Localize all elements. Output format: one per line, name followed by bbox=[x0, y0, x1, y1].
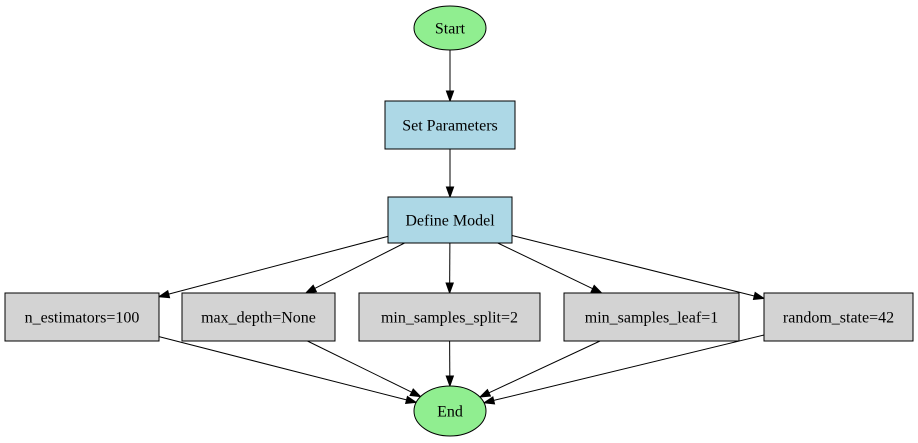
edges-layer bbox=[157, 50, 766, 405]
max-depth-node-label: max_depth=None bbox=[201, 310, 316, 327]
max-depth-node: max_depth=None bbox=[181, 292, 336, 342]
edge-define_model-to-max_depth bbox=[314, 242, 405, 289]
arrowhead-define_model-to-n_estimators bbox=[157, 289, 171, 299]
end-node-label: End bbox=[437, 404, 463, 421]
edge-random_state-to-end bbox=[493, 334, 765, 401]
define-model-node-shape bbox=[387, 196, 513, 244]
start-node: Start bbox=[413, 5, 487, 51]
n-estimators-node-label: n_estimators=100 bbox=[25, 310, 140, 327]
arrowhead-random_state-to-end bbox=[482, 396, 496, 405]
min-samples-split-node: min_samples_split=2 bbox=[358, 292, 541, 342]
arrowhead-min_samples_split-to-end bbox=[445, 375, 455, 388]
define-model-node-label: Define Model bbox=[405, 213, 495, 230]
define-model-node: Define Model bbox=[387, 196, 513, 244]
min-samples-leaf-node: min_samples_leaf=1 bbox=[563, 292, 740, 342]
edge-max_depth-to-end bbox=[307, 340, 412, 393]
arrowhead-set_parameters-to-define_model bbox=[445, 186, 455, 199]
min-samples-leaf-node-shape bbox=[563, 292, 740, 342]
arrowhead-max_depth-to-end bbox=[409, 388, 422, 398]
n-estimators-node-shape bbox=[4, 292, 160, 342]
min-samples-leaf-node-label: min_samples_leaf=1 bbox=[585, 310, 718, 327]
arrowhead-define_model-to-max_depth bbox=[304, 284, 318, 294]
start-node-shape bbox=[413, 5, 487, 51]
edge-define_model-to-random_state bbox=[511, 234, 755, 297]
min-samples-split-node-shape bbox=[358, 292, 541, 342]
edge-define_model-to-n_estimators bbox=[168, 235, 389, 295]
random-state-node: random_state=42 bbox=[763, 292, 914, 342]
end-node-shape bbox=[413, 385, 487, 437]
random-state-node-label: random_state=42 bbox=[783, 310, 894, 327]
set-parameters-node-shape bbox=[384, 100, 516, 150]
min-samples-split-node-label: min_samples_split=2 bbox=[381, 310, 518, 327]
n-estimators-node: n_estimators=100 bbox=[4, 292, 160, 342]
set-parameters-node: Set Parameters bbox=[384, 100, 516, 150]
edge-min_samples_leaf-to-end bbox=[488, 340, 601, 394]
start-node-label: Start bbox=[435, 21, 466, 38]
arrowhead-n_estimators-to-end bbox=[404, 395, 418, 404]
arrowhead-define_model-to-random_state bbox=[752, 291, 766, 301]
arrowhead-define_model-to-min_samples_leaf bbox=[590, 284, 603, 294]
arrowhead-define_model-to-min_samples_split bbox=[445, 282, 454, 295]
arrowhead-min_samples_leaf-to-end bbox=[478, 388, 492, 398]
set-parameters-node-label: Set Parameters bbox=[402, 118, 498, 135]
arrowhead-start-to-set_parameters bbox=[445, 90, 455, 103]
max-depth-node-shape bbox=[181, 292, 336, 342]
edge-n_estimators-to-end bbox=[158, 336, 407, 401]
end-node: End bbox=[413, 385, 487, 437]
edge-define_model-to-min_samples_leaf bbox=[497, 242, 593, 290]
random-state-node-shape bbox=[763, 292, 914, 342]
